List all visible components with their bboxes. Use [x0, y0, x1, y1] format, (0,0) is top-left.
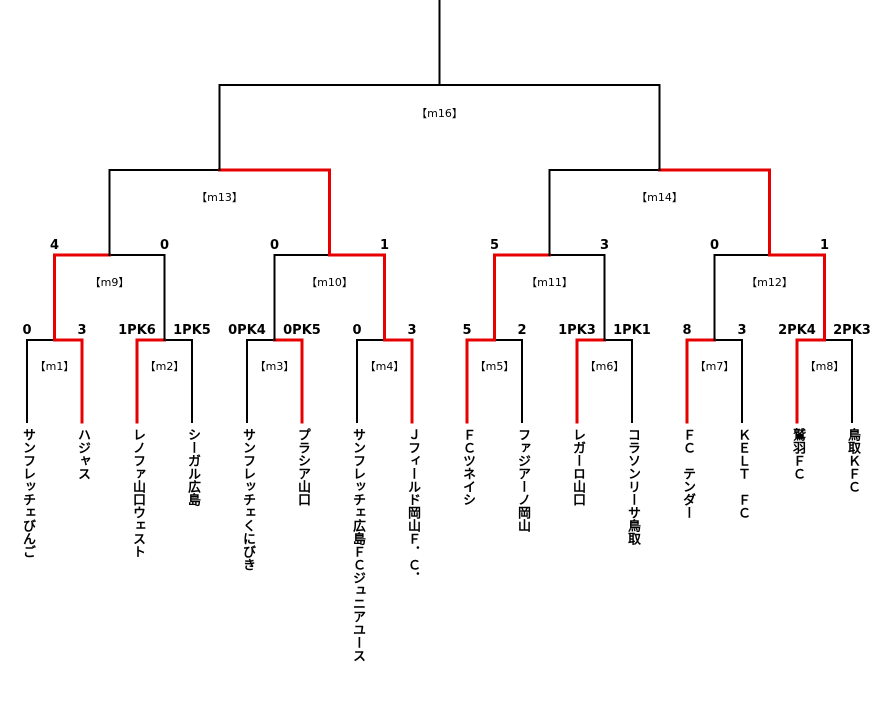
score-right: 2	[517, 323, 526, 338]
team-name: シーガル広島	[185, 428, 200, 506]
match-label: 【m8】	[805, 360, 845, 373]
score-left: 0	[22, 323, 31, 338]
team-name: ＫＥＬＴ ＦＣ	[735, 428, 750, 519]
team-name: レノファ山口ウェスト	[130, 428, 145, 558]
score-left: 4	[50, 238, 59, 253]
score-right: 0	[160, 238, 169, 253]
match-label: 【m3】	[255, 360, 295, 373]
match-label: 【m2】	[145, 360, 185, 373]
team-name: レガーロ山口	[570, 428, 585, 506]
team-name: サンフレッチェびんご	[20, 428, 35, 558]
match-label: 【m10】	[306, 276, 353, 289]
score-left: 0	[352, 323, 361, 338]
match-label: 【m5】	[475, 360, 515, 373]
team-name: プラシア山口	[295, 428, 310, 506]
score-right: 1PK1	[613, 323, 651, 338]
match-label: 【m13】	[196, 191, 243, 204]
score-right: 0PK5	[283, 323, 321, 338]
team-name: サンフレッチェくにびき	[240, 428, 255, 571]
score-right: 1	[380, 238, 389, 253]
match-label: 【m14】	[636, 191, 683, 204]
score-left: 0	[710, 238, 719, 253]
match-label: 【m4】	[365, 360, 405, 373]
match-label: 【m9】	[90, 276, 130, 289]
score-left: 0	[270, 238, 279, 253]
team-name: コラソンリーサ鳥取	[625, 428, 640, 545]
score-right: 3	[600, 238, 609, 253]
score-right: 3	[77, 323, 86, 338]
match-label: 【m12】	[746, 276, 793, 289]
team-name: 鷲羽ＦＣ	[790, 428, 805, 480]
match-label: 【m6】	[585, 360, 625, 373]
score-right: 1	[820, 238, 829, 253]
match-label: 【m7】	[695, 360, 735, 373]
match-label: 【m1】	[35, 360, 75, 373]
team-name: ファジアーノ岡山	[515, 428, 530, 532]
score-right: 3	[407, 323, 416, 338]
score-right: 1PK5	[173, 323, 211, 338]
team-name: ＦＣツネイシ	[460, 428, 475, 506]
score-left: 8	[682, 323, 691, 338]
score-right: 2PK3	[833, 323, 871, 338]
score-left: 5	[490, 238, 499, 253]
team-name: Ｊフィールド岡山Ｆ．Ｃ．	[405, 428, 420, 584]
team-name: サンフレッチェ広島ＦＣジュニアユース	[350, 428, 365, 662]
score-left: 0PK4	[228, 323, 266, 338]
match-label: 【m11】	[526, 276, 573, 289]
team-name: ハジャス	[75, 428, 90, 480]
score-left: 2PK4	[778, 323, 816, 338]
team-name: ＦＣ テンダー	[680, 428, 695, 519]
score-right: 3	[737, 323, 746, 338]
team-name: 鳥取ＫＦＣ	[845, 428, 860, 493]
score-left: 1PK3	[558, 323, 596, 338]
score-left: 5	[462, 323, 471, 338]
match-label: 【m16】	[416, 107, 463, 120]
score-left: 1PK6	[118, 323, 156, 338]
